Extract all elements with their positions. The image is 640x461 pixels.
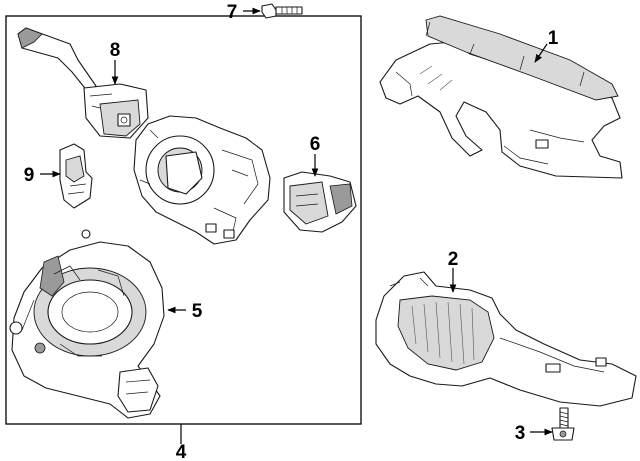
upper-shroud-part [379, 15, 623, 179]
callout-4: 4 [176, 442, 187, 461]
callout-2: 2 [448, 249, 459, 270]
assembly-frame [5, 15, 362, 425]
callout-1: 1 [548, 28, 559, 49]
small-switch-part [59, 143, 93, 209]
switch-stalk-part [17, 27, 149, 139]
leader-lines [40, 7, 553, 444]
callout-7: 7 [227, 2, 238, 23]
callout-9: 9 [24, 165, 35, 186]
callout-6: 6 [310, 134, 321, 155]
clockspring-part [9, 229, 165, 419]
callout-8: 8 [110, 40, 121, 61]
callout-5: 5 [192, 301, 203, 322]
screw-part [551, 407, 575, 441]
bolt-part [261, 3, 303, 19]
column-module-part [133, 115, 271, 245]
callout-3: 3 [515, 423, 526, 444]
lower-shroud-part [375, 271, 637, 407]
connector-switch-part [283, 171, 357, 233]
